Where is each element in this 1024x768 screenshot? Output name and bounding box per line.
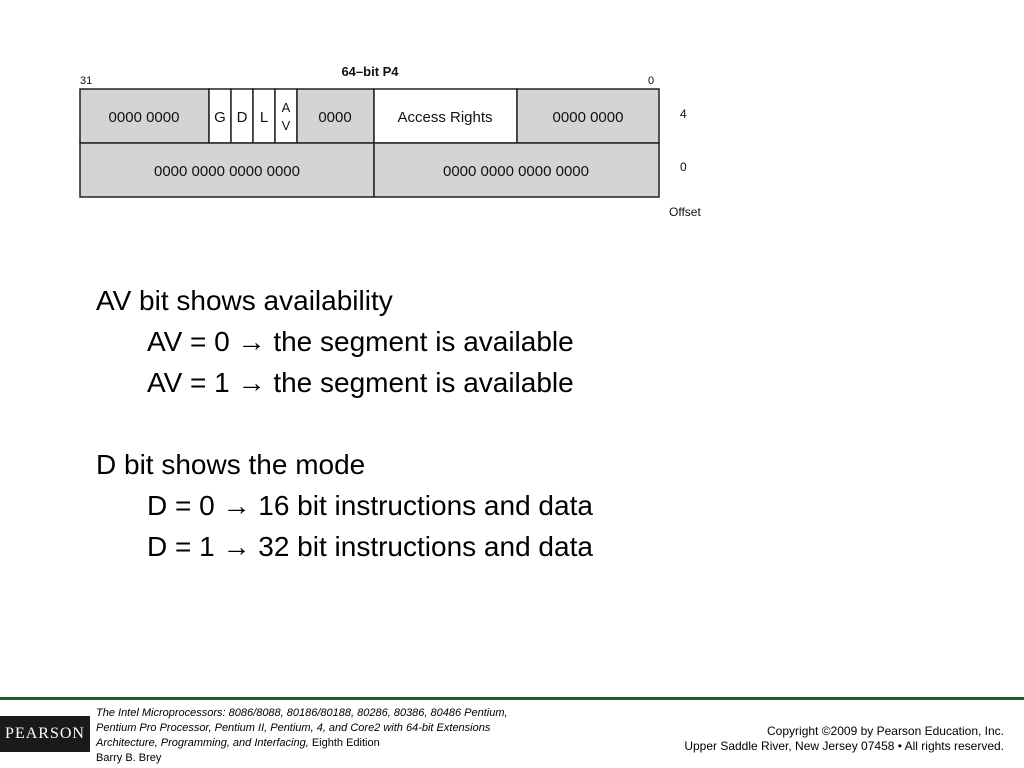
notes-block: AV bit shows availability AV = 0 → the s… (96, 280, 593, 567)
copyright-line-2: Upper Saddle River, New Jersey 07458 • A… (684, 739, 1004, 753)
cell-limit-low (373, 142, 660, 198)
book-title: The Intel Microprocessors: (96, 707, 226, 719)
offset-label: Offset (669, 205, 701, 219)
copyright: Copyright ©2009 by Pearson Education, In… (684, 724, 1004, 754)
cell-text-l: L (260, 109, 268, 126)
book-author: Barry B. Brey (96, 752, 162, 764)
book-info: The Intel Microprocessors: 8086/8088, 80… (96, 706, 508, 766)
cell-text-av-v: V (282, 118, 291, 133)
notes-spacer (96, 403, 593, 444)
book-line-3: Architecture, Programming, and Interfaci… (96, 736, 508, 751)
av-heading: AV bit shows availability (96, 285, 393, 316)
d-0-line: D = 0 → 16 bit instructions and data (147, 490, 593, 521)
cell-base-low (79, 142, 375, 198)
offset-value-bottom: 0 (680, 160, 687, 174)
cell-text-limit-high: 0000 (318, 109, 351, 126)
cell-text-base-high: 0000 0000 (109, 109, 180, 126)
av-0-line: AV = 0 → the segment is available (147, 326, 574, 357)
cell-text-base-mid: 0000 0000 (553, 109, 624, 126)
descriptor-diagram: 64–bit P4 31 0 0000 0000 G D L A V 0000 … (79, 64, 701, 219)
book-line-1: The Intel Microprocessors: 8086/8088, 80… (96, 706, 508, 721)
cell-text-limit-low: 0000 0000 0000 0000 (443, 163, 589, 180)
book-line-2: Pentium Pro Processor, Pentium II, Penti… (96, 722, 491, 734)
d-heading: D bit shows the mode (96, 449, 366, 480)
cell-text-access-rights: Access Rights (397, 109, 492, 126)
cell-text-g: G (214, 109, 226, 126)
cell-av-bit (274, 88, 298, 144)
cell-text-d: D (237, 109, 248, 126)
diagram-title: 64–bit P4 (341, 64, 399, 79)
pearson-logo: PEARSON (0, 716, 90, 752)
book-edition: Eighth Edition (311, 737, 380, 749)
offset-value-top: 4 (680, 107, 687, 121)
bit-low-label: 0 (648, 75, 654, 87)
copyright-line-1: Copyright ©2009 by Pearson Education, In… (767, 724, 1004, 738)
cell-text-base-low: 0000 0000 0000 0000 (154, 163, 300, 180)
bit-high-label: 31 (80, 75, 92, 87)
av-1-line: AV = 1 → the segment is available (147, 367, 574, 398)
d-1-line: D = 1 → 32 bit instructions and data (147, 531, 593, 562)
cell-text-av-a: A (282, 100, 291, 115)
footer-rule (0, 697, 1024, 700)
cell-base-high (79, 88, 210, 144)
book-processors: 8086/8088, 80186/80188, 80286, 80386, 80… (228, 707, 508, 719)
book-subtitle: Architecture, Programming, and Interfaci… (96, 737, 309, 749)
